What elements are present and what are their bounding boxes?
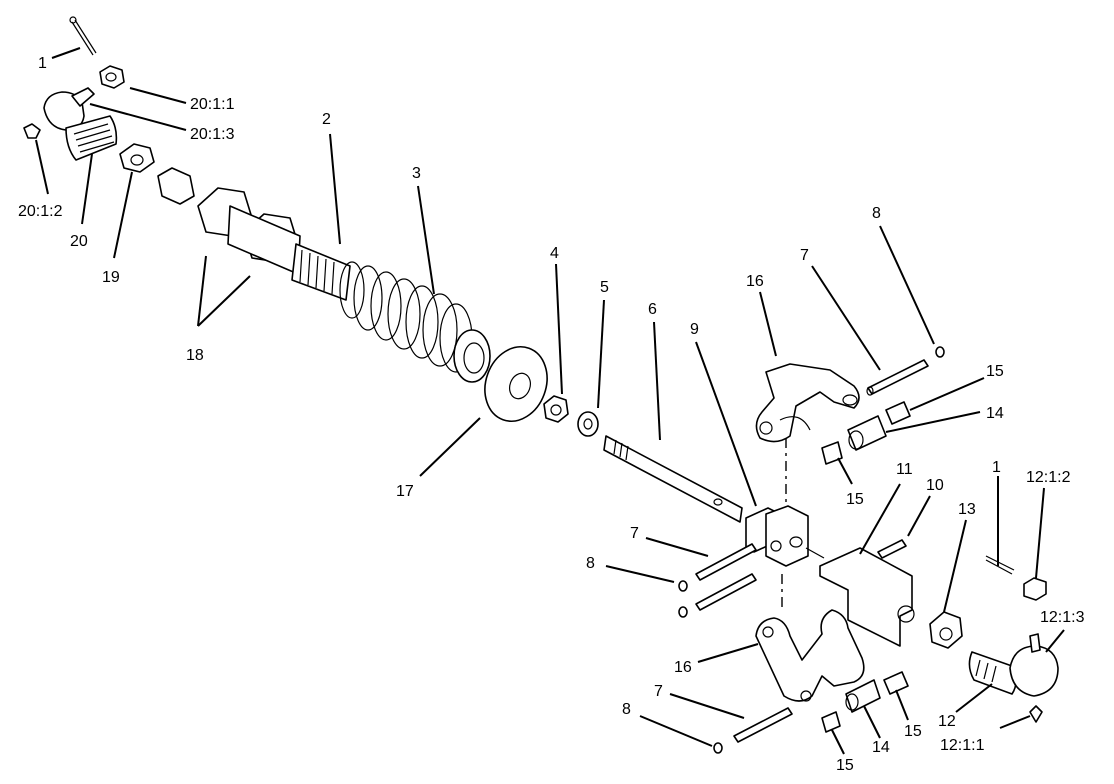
bushing-15-lower-a	[883, 671, 909, 695]
grease-fitting-20-1-2	[23, 123, 41, 139]
label-9: 9	[690, 321, 699, 338]
bushing-14-lower	[845, 679, 881, 713]
label-14-lower: 14	[872, 739, 890, 756]
label-20-1-1: 20:1:1	[190, 96, 235, 113]
spring-end-sleeve	[453, 329, 491, 383]
cotter-pin-1-right	[985, 555, 1015, 575]
rod-6	[603, 435, 743, 523]
pin-7-mid-a	[695, 543, 757, 581]
label-1-top: 1	[38, 55, 47, 72]
washer-5	[577, 411, 599, 437]
washer-17	[484, 346, 548, 422]
tie-rod-end-20	[43, 87, 118, 161]
label-12-1-2: 12:1:2	[1026, 469, 1071, 486]
shaft-2	[227, 205, 351, 301]
grease-fitting-12-1-1	[1029, 705, 1043, 723]
label-18: 18	[186, 347, 204, 364]
bellcrank-16-upper	[755, 363, 860, 443]
label-15-lower-a: 15	[904, 723, 922, 740]
pin-7-lower	[733, 707, 793, 743]
label-7-mid: 7	[630, 525, 639, 542]
label-16-upper: 16	[746, 273, 764, 290]
threaded-stub-left	[157, 167, 195, 205]
axis-link	[805, 547, 825, 559]
label-4: 4	[550, 245, 559, 262]
cotter-pin-1-top	[69, 16, 97, 56]
label-15-mid: 15	[846, 491, 864, 508]
label-20-1-2: 20:1:2	[18, 203, 63, 220]
label-12-1-3: 12:1:3	[1040, 609, 1085, 626]
bushing-15-mid	[821, 441, 843, 465]
label-12-1-1: 12:1:1	[940, 737, 985, 754]
tie-rod-end-12	[968, 633, 1059, 697]
label-16-lower: 16	[674, 659, 692, 676]
label-14-upper: 14	[986, 405, 1004, 422]
label-20: 20	[70, 233, 88, 250]
label-11: 11	[896, 461, 913, 478]
pin-7-mid-b	[695, 573, 757, 611]
label-6: 6	[648, 301, 657, 318]
label-15-lower-b: 15	[836, 757, 854, 774]
label-1-right: 1	[992, 459, 1001, 476]
label-7-lower: 7	[654, 683, 663, 700]
label-13: 13	[958, 501, 976, 518]
leader-lines	[35, 47, 1065, 755]
spring-3	[339, 261, 473, 373]
pin-7-upper	[866, 359, 929, 396]
clip-8-mid-a	[678, 580, 688, 592]
bushing-14-upper	[847, 415, 887, 451]
clip-8-lower	[713, 742, 723, 754]
label-2: 2	[322, 111, 331, 128]
clip-8-upper	[935, 346, 945, 358]
label-8-upper: 8	[872, 205, 881, 222]
bushing-15-lower-b	[821, 711, 841, 733]
label-8-mid: 8	[586, 555, 595, 572]
nut-13	[929, 611, 963, 649]
clevis-11	[819, 547, 915, 647]
pin-10	[877, 539, 907, 559]
label-15-upper: 15	[986, 363, 1004, 380]
label-17: 17	[396, 483, 414, 500]
castle-nut-12-1-2	[1023, 577, 1047, 601]
callout-labels: 1 20:1:1 20:1:3 20:1:2 20 19 18 2 3 4 5 …	[18, 55, 1085, 774]
label-19: 19	[102, 269, 120, 286]
jam-nut-19	[119, 143, 155, 173]
label-7-upper: 7	[800, 247, 809, 264]
label-20-1-3: 20:1:3	[190, 126, 235, 143]
nut-4	[543, 395, 569, 423]
clip-8-mid-b	[678, 606, 688, 618]
castle-nut-20-1-1	[99, 65, 125, 89]
bellcrank-16-lower	[755, 609, 865, 702]
label-3: 3	[412, 165, 421, 182]
label-8-lower: 8	[622, 701, 631, 718]
label-10: 10	[926, 477, 944, 494]
pivot-block-9	[745, 505, 809, 567]
label-12: 12	[938, 713, 956, 730]
label-5: 5	[600, 279, 609, 296]
bushing-15-upper	[885, 401, 911, 425]
